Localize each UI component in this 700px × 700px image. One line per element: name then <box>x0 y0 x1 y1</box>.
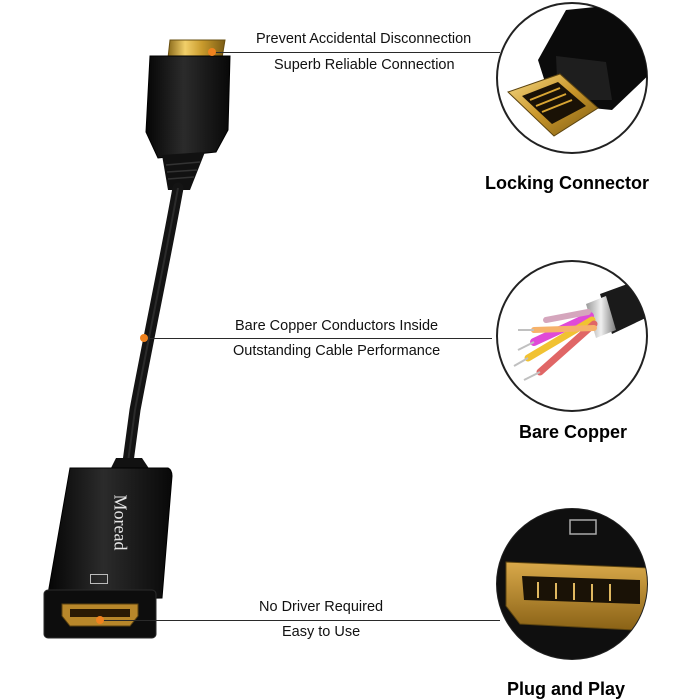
callout-line-top <box>212 52 500 53</box>
caption-locking-connector: Locking Connector <box>485 173 650 193</box>
copper-wire-strands-closeup-icon <box>496 260 648 412</box>
displayport-connector-closeup-icon <box>496 2 648 154</box>
callout-dot-bottom <box>96 616 104 624</box>
callout-middle-line1: Bare Copper Conductors Inside <box>235 318 439 334</box>
callout-top-line1: Prevent Accidental Disconnection <box>256 31 472 47</box>
callout-bottom-line2: Easy to Use <box>282 624 361 640</box>
brand-logo: Moread <box>110 494 131 551</box>
callout-dot-middle <box>140 334 148 342</box>
callout-dot-top <box>208 48 216 56</box>
callout-middle-line2: Outstanding Cable Performance <box>233 343 441 359</box>
callout-top-line2: Superb Reliable Connection <box>274 57 455 73</box>
hdmi-port-icon <box>90 574 108 584</box>
callout-line-middle <box>146 338 492 339</box>
hdmi-port-closeup-icon <box>496 508 648 660</box>
caption-plug-and-play: Plug and Play <box>507 679 626 699</box>
callout-bottom-line1: No Driver Required <box>259 599 384 615</box>
callout-line-bottom <box>100 620 500 621</box>
caption-bare-copper: Bare Copper <box>519 422 628 442</box>
